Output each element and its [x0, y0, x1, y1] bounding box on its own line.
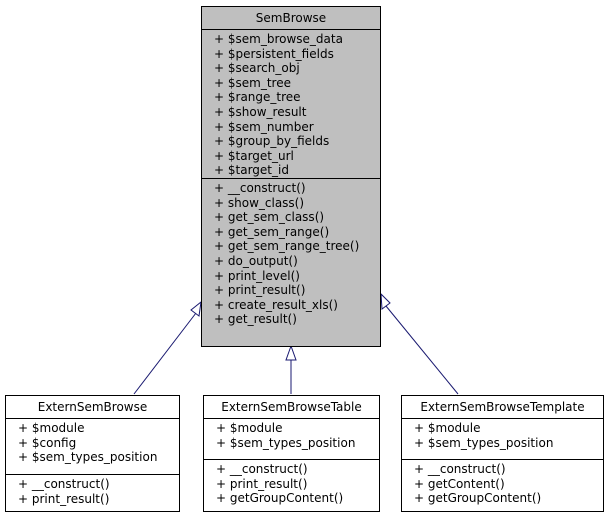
method: + get_sem_range() [214, 224, 330, 239]
arrowhead-externsembrowsetable [285, 344, 297, 361]
attributes-section: + $module + $sem_types_position [402, 419, 603, 459]
class-externsembrowsetable: ExternSemBrowseTable + $module + $sem_ty… [203, 395, 380, 512]
method: + print_result() [18, 491, 110, 506]
attributes-section: + $sem_browse_data + $persistent_fields … [202, 30, 380, 178]
edge-externsembrowsetemplate [385, 305, 459, 395]
attribute: + $module [216, 421, 283, 435]
attributes-section: + $module + $config + $sem_types_positio… [6, 419, 179, 474]
method: + print_result() [214, 283, 306, 298]
method: + getGroupContent() [414, 491, 542, 506]
class-sembrowse: SemBrowse + $sem_browse_data + $persiste… [201, 6, 381, 347]
attribute: + $sem_types_position [414, 435, 554, 450]
method: + print_level() [214, 268, 300, 283]
attribute: + $sem_tree [214, 75, 291, 90]
method: + print_result() [216, 476, 308, 491]
edge-externsembrowse [133, 312, 197, 395]
class-externsembrowsetemplate: ExternSemBrowseTemplate + $module + $sem… [401, 395, 604, 512]
attribute: + $module [414, 421, 481, 435]
attributes-section: + $module + $sem_types_position [204, 419, 379, 459]
attribute: + $group_by_fields [214, 134, 330, 149]
method: + get_sem_class() [214, 210, 325, 225]
class-name: ExternSemBrowseTemplate [402, 396, 603, 419]
attribute: + $target_id [214, 163, 289, 178]
attribute: + $range_tree [214, 90, 301, 105]
method: + __construct() [214, 181, 306, 195]
method: + get_result() [214, 312, 297, 327]
attribute: + $search_obj [214, 61, 300, 76]
attribute: + $sem_types_position [216, 435, 356, 450]
method: + getGroupContent() [216, 491, 344, 506]
method: + get_sem_range_tree() [214, 239, 360, 254]
methods-section: + __construct() + print_result() [6, 474, 179, 509]
class-name: SemBrowse [202, 7, 380, 30]
method: + __construct() [18, 477, 110, 491]
method: + getContent() [414, 476, 505, 491]
method: + show_class() [214, 195, 305, 210]
method: + create_result_xls() [214, 297, 338, 312]
arrowhead-externsembrowse [190, 300, 202, 317]
attribute: + $show_result [214, 104, 307, 119]
attribute: + $module [18, 421, 85, 435]
class-name: ExternSemBrowseTable [204, 396, 379, 419]
methods-section: + __construct() + print_result() + getGr… [204, 459, 379, 509]
class-externsembrowse: ExternSemBrowse + $module + $config + $s… [5, 395, 180, 512]
methods-section: + __construct() + show_class() + get_sem… [202, 178, 380, 330]
method: + do_output() [214, 253, 298, 268]
method: + __construct() [216, 462, 308, 476]
method: + __construct() [414, 462, 506, 476]
attribute: + $target_url [214, 148, 294, 163]
attribute: + $sem_browse_data [214, 32, 343, 46]
attribute: + $sem_number [214, 119, 314, 134]
arrowhead-externsembrowsetemplate [380, 292, 391, 310]
attribute: + $persistent_fields [214, 46, 334, 61]
attribute: + $sem_types_position [18, 450, 158, 465]
class-name: ExternSemBrowse [6, 396, 179, 419]
attribute: + $config [18, 435, 77, 450]
methods-section: + __construct() + getContent() + getGrou… [402, 459, 603, 509]
